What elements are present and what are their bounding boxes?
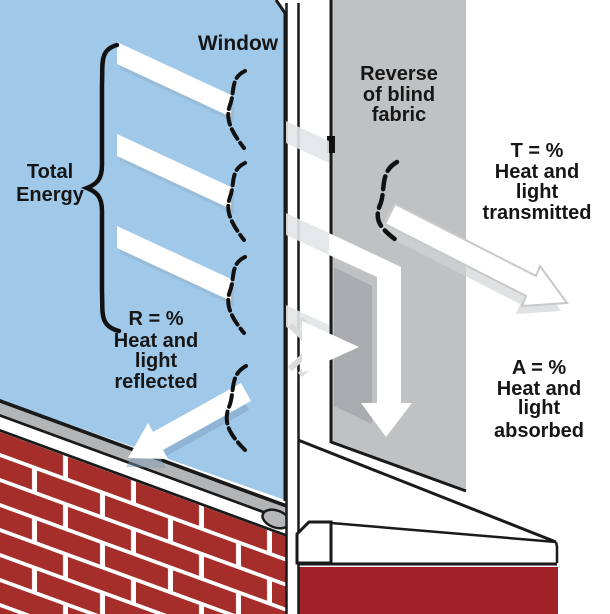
total-energy-brace	[80, 42, 122, 334]
interior-wall	[287, 567, 558, 614]
sill-corner	[554, 541, 559, 563]
blind-label-line1: Reverse	[360, 63, 438, 85]
pass-through-brace	[226, 161, 247, 242]
total-energy-label-line1: Total	[27, 161, 73, 183]
absorbed-label-line1: A = %	[512, 357, 566, 379]
brick-wall	[0, 432, 292, 614]
transmitted-label-line4: transmitted	[483, 202, 592, 224]
transmitted-label-line1: T = %	[511, 140, 564, 162]
sill-white-band	[0, 417, 292, 536]
sill-gray-band	[0, 403, 292, 521]
total-energy-label-line2: Energy	[16, 184, 85, 206]
blind-label-line3: fabric	[372, 104, 426, 126]
sill-front-edge	[330, 521, 557, 544]
reflected-brace	[224, 364, 248, 452]
absorbed-label-line2: Heat and	[497, 378, 581, 400]
reflected-label-line1: R = %	[128, 308, 183, 330]
sill-edge-line	[0, 429, 292, 539]
sill-back-edge	[297, 438, 557, 544]
braces	[80, 42, 400, 452]
reflected-arrow-body	[128, 383, 251, 459]
window-pane-edge	[274, 0, 287, 501]
sill-stop-block	[295, 520, 333, 565]
reflected-arrow-icon	[126, 383, 251, 468]
transmitted-label-line3: light	[516, 181, 559, 203]
transmitted-arrow-body	[383, 202, 569, 308]
sill-edge-line	[0, 414, 292, 524]
blind-label-line2: of blind	[363, 84, 435, 106]
reflected-label-line2: Heat and	[114, 330, 198, 352]
absorbed-label-line3: light	[518, 397, 561, 419]
transmitted-label-line2: Heat and	[495, 161, 579, 183]
transmitted-arrow-icon	[379, 202, 569, 314]
pass-through-brace	[226, 69, 247, 150]
energy-ray-icon	[117, 226, 231, 301]
energy-ray-icon	[117, 42, 231, 117]
reflected-label-line3: light	[135, 350, 178, 372]
pass-through-brace	[226, 255, 247, 335]
ray-hit-notch	[327, 136, 335, 153]
energy-ray-icon	[117, 134, 231, 209]
impact-arrow	[287, 316, 359, 378]
energy-rays	[117, 42, 234, 306]
interior-sill	[287, 438, 559, 614]
ghost-ray-2	[286, 213, 329, 255]
absorbed-arrow-icon	[329, 233, 412, 437]
impact-arrowhead-icon	[302, 321, 359, 373]
absorbed-label-line4: absorbed	[494, 420, 584, 442]
blind-brace	[375, 159, 400, 243]
reflected-label-line4: reflected	[114, 371, 197, 393]
ghost-ray-1	[286, 121, 329, 163]
window-label: Window	[198, 32, 279, 55]
